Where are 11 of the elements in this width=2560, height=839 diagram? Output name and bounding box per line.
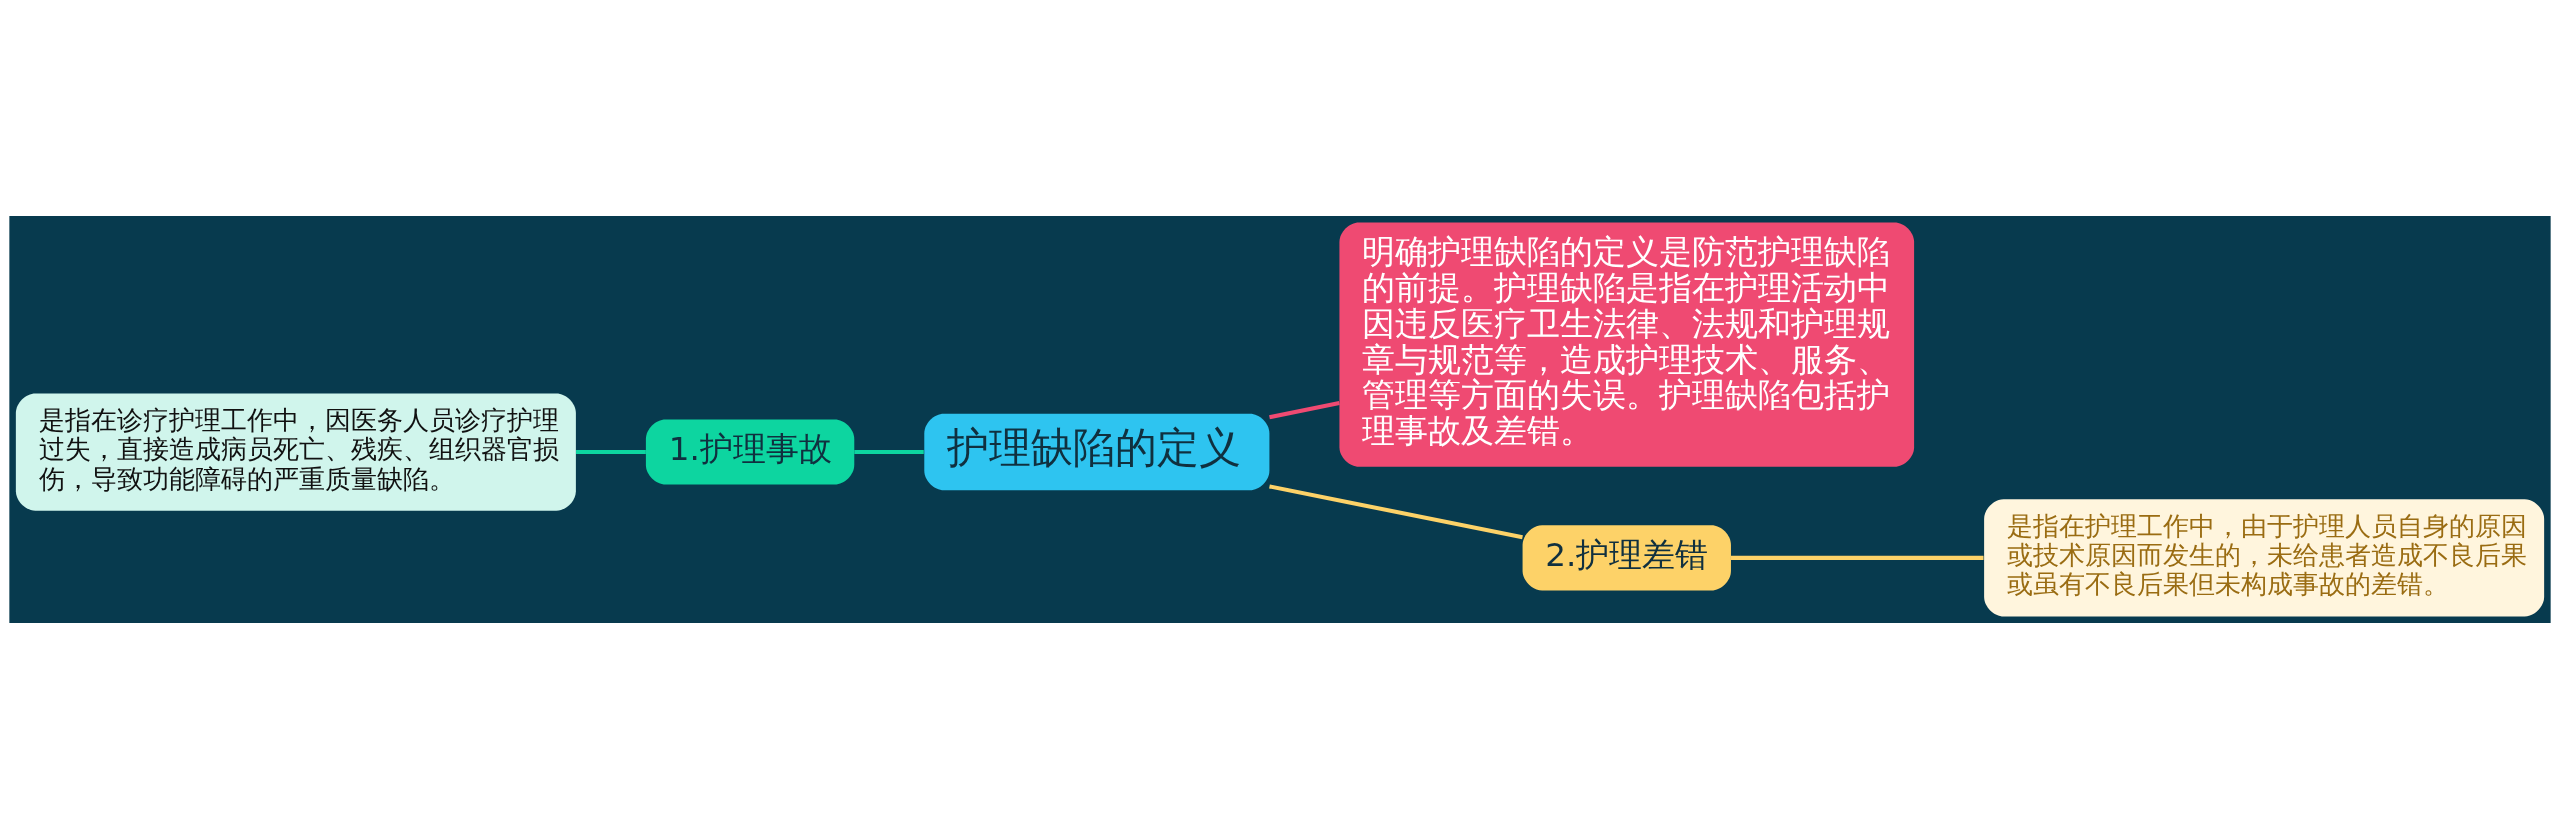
node-box: 是指在诊疗护理工作中，因医务人员诊疗护理过失，直接造成病员死亡、残疾、组织器官损伤，导致功能障碍的严重质量缺陷。 bbox=[15, 393, 576, 511]
node-box: 是指在护理工作中，由于护理人员自身的原因或技术原因而发生的，未给患者造成不良后果或虽有不良后果但未构成事故的差错。 bbox=[1984, 499, 2545, 617]
node-box: 明确护理缺陷的定义是防范护理缺陷的前提。护理缺陷是指在护理活动中因违反医疗卫生法律、法规和护理规章与规范等，造成护理技术、服务、管理等方面的失误。护理缺陷包括护理事故及差错。 bbox=[1339, 222, 1915, 467]
connector bbox=[1269, 400, 1340, 420]
node-box: 护理缺陷的定义 bbox=[924, 413, 1270, 491]
connector bbox=[1730, 555, 1984, 560]
connector bbox=[1269, 484, 1523, 540]
connector bbox=[576, 450, 646, 455]
node-box: 1.护理事故 bbox=[645, 419, 855, 485]
connector bbox=[854, 450, 924, 455]
node-box: 2.护理差错 bbox=[1522, 525, 1731, 591]
